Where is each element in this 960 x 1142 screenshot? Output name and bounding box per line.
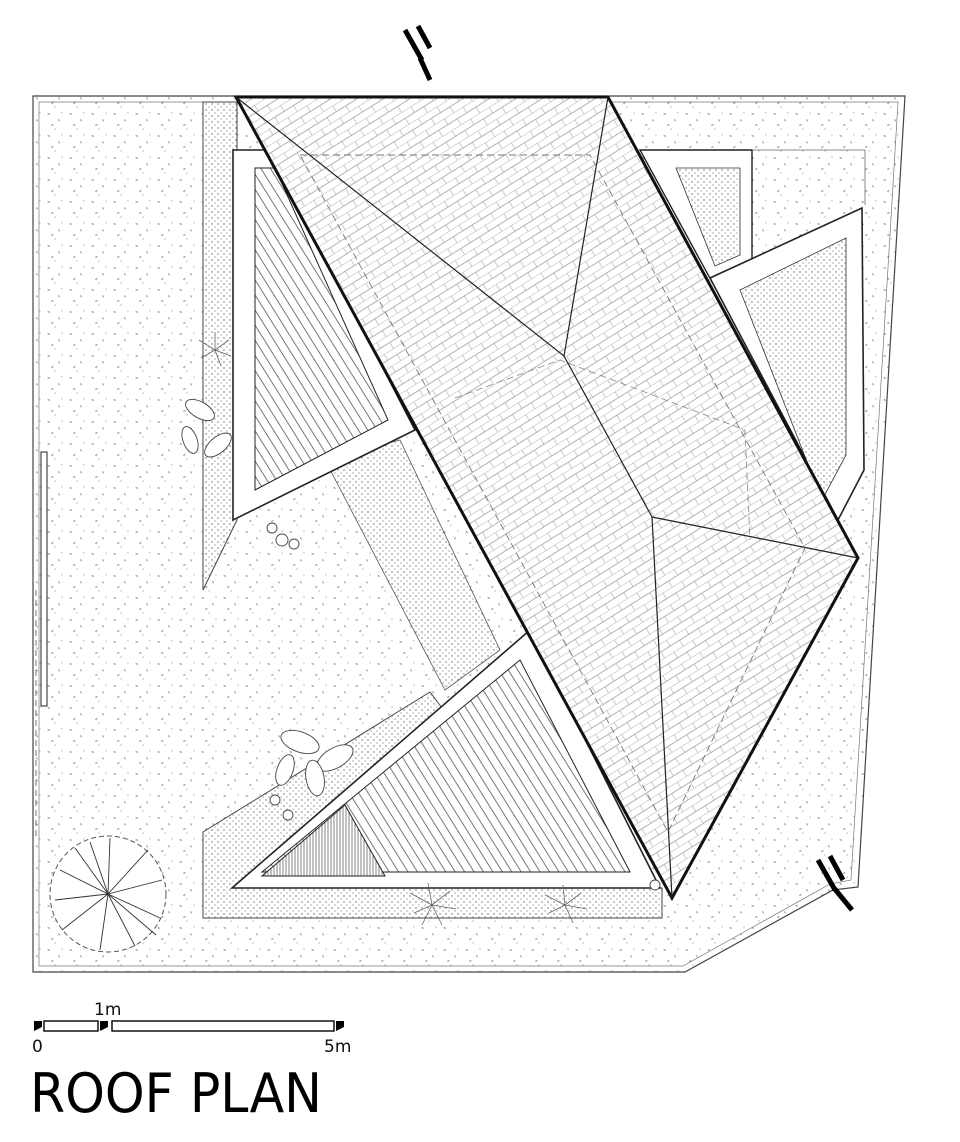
scale-bar: 0 1m 5m [32, 1000, 351, 1057]
scale-label-0: 0 [32, 1037, 43, 1057]
annex-roof-upper-right [638, 149, 866, 283]
site-gate [35, 451, 48, 840]
main-hip-roof [233, 95, 860, 902]
shrub-cluster [181, 398, 661, 891]
tree-large-canopy [49, 835, 167, 953]
scale-label-5m: 5m [324, 1037, 351, 1057]
palm-plant [198, 332, 588, 926]
section-marker-bottom [815, 854, 854, 912]
scale-label-1m: 1m [94, 1000, 121, 1020]
annex-roof-upper-left [232, 149, 417, 522]
section-marker-top [402, 24, 433, 82]
drawing-title: ROOF PLAN [30, 1062, 322, 1125]
